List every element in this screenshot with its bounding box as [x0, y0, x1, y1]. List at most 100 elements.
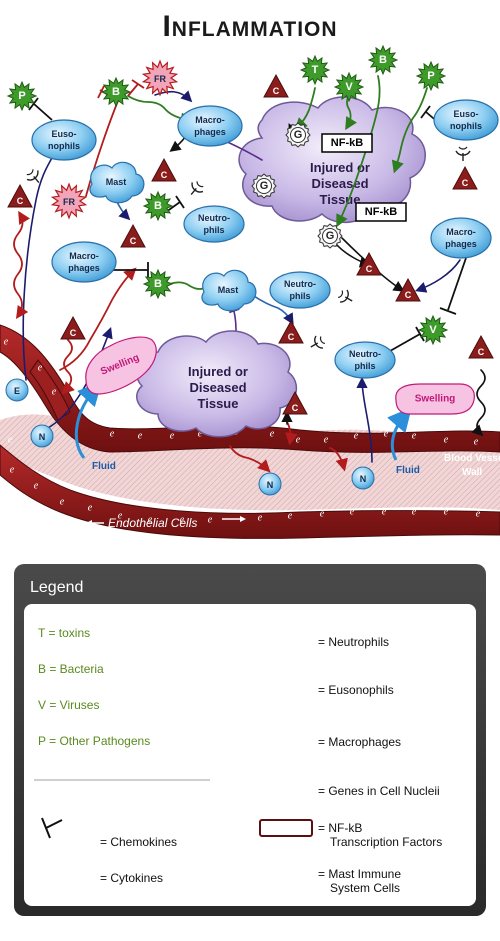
- pathogen-b-right-burst: [367, 44, 399, 76]
- pathogen-b-mid: B: [142, 190, 174, 222]
- endothelial-cell-letter-15: e: [350, 507, 355, 518]
- cytokine-far-right-letter: C: [478, 347, 485, 357]
- macrophages-top-body: [177, 105, 243, 147]
- eusonophil-cell-left-letter: E: [14, 386, 20, 396]
- cytokine-lower-left-triangle: [60, 315, 86, 340]
- pathogen-b-lower-letter: B: [154, 278, 162, 290]
- receptor-neutrophil-mid-stem: [310, 342, 319, 348]
- legend-mast-2: System Cells: [330, 881, 400, 895]
- gene-left: G: [251, 173, 277, 199]
- fluid-arrows: Fluid Fluid: [74, 381, 420, 476]
- endothelial-cell-letter-21: e: [138, 431, 143, 442]
- blood-vessel: eeeeeeeeeeeeeeeeeeeeeeeeeeeeeeeee Endoth…: [0, 324, 500, 539]
- fluid-label-left: Fluid: [92, 461, 116, 472]
- neutrophil-cell-lower: N: [258, 472, 282, 496]
- endothelial-cell-letter-32: e: [474, 437, 479, 448]
- receptor-neutrophil-mid-ring: [319, 336, 326, 345]
- free-radical-left: FR: [50, 182, 88, 220]
- nfkb-box-top: NF-kB: [321, 133, 373, 153]
- legend-chemokine-inhibitor: [41, 817, 63, 839]
- endothelial-cell-letter-26: e: [296, 435, 301, 446]
- legend-nfkb-2: Transcription Factors: [330, 835, 442, 849]
- eusonophils-top-right: Euso-nophils: [433, 99, 499, 141]
- navy-connector-1: [22, 147, 59, 381]
- endothelial-cell-letter-0: e: [4, 337, 9, 348]
- inhibitor-bar-5: [439, 307, 457, 315]
- endothelial-cell-letter-28: e: [354, 431, 359, 442]
- cytokine-center-2-triangle: [395, 277, 421, 302]
- pathogen-v: V: [333, 71, 365, 103]
- cytokine-center-triangle: [356, 251, 382, 276]
- neutrophil-cell-right-letter: N: [360, 474, 367, 484]
- endothelial-cell-letter-7: e: [88, 503, 93, 514]
- endothelial-cell-letter-27: e: [324, 435, 329, 446]
- navy-connector-4: [356, 376, 373, 463]
- cytokine-lower-left-letter: C: [70, 328, 77, 338]
- legend-title: Legend: [30, 579, 83, 596]
- legend-cytokines: = Cytokines: [100, 871, 163, 885]
- gene-top-core: [290, 127, 306, 143]
- endothelial-cell-letter-19: e: [476, 509, 481, 520]
- legend-toxins: T = toxins: [38, 626, 90, 640]
- neutrophils-mid-label-2: phils: [203, 225, 224, 235]
- eusonophils-top-left: Euso-nophils: [31, 119, 97, 161]
- pathogen-b-top-burst: [100, 76, 132, 108]
- immune-cells: Euso-nophilsMacro-phagesEuso-nophilsMacr…: [31, 99, 499, 379]
- macrophages-left-body: [51, 241, 117, 283]
- mast-cell-center: Mast: [201, 269, 257, 312]
- cytokine-right-triangle: [452, 165, 478, 190]
- gene-top: G: [285, 122, 311, 148]
- cytokine-left: C: [7, 183, 33, 208]
- cytokine-center-2: C: [395, 277, 421, 302]
- inhibitor-bar-1: [28, 97, 39, 111]
- receptor-neutrophil: [337, 289, 353, 303]
- cytokine-mast: C: [120, 223, 146, 248]
- endothelial-cell-letter-13: e: [288, 511, 293, 522]
- cytokine-center-2-letter: C: [405, 290, 412, 300]
- receptor-neutrophil-stem: [344, 296, 353, 302]
- nfkb-box-bottom: NF-kB: [355, 202, 407, 222]
- neutrophils-right-body: [334, 341, 396, 379]
- blood-vessel-wall-label-2: Wall: [462, 467, 482, 478]
- receptor-eusonophil-left-stem: [33, 176, 40, 184]
- eusonophils-top-right-body: [433, 99, 499, 141]
- cytokine-upper-mid: C: [151, 157, 177, 182]
- endothelial-cell-letter-9: e: [148, 515, 153, 526]
- macrophages-top-label-2: phages: [194, 127, 226, 137]
- inhibitor-bar-2: [420, 105, 431, 119]
- virus-connector: [345, 94, 358, 131]
- pathogen-p-right-letter: P: [427, 70, 434, 82]
- green-connector-3: [391, 87, 428, 174]
- endothelial-cell-letter-20: e: [110, 429, 115, 440]
- cytokine-right-letter: C: [462, 178, 469, 188]
- endothelial-cell-letter-8: e: [118, 511, 123, 522]
- cytokine-far-right: C: [468, 334, 494, 359]
- tissue-cloud-middle: Injured or Diseased Tissue: [136, 330, 298, 438]
- inhibitors: [28, 79, 467, 356]
- pathogen-b-lower-burst: [142, 268, 174, 300]
- receptor-eusonophil-left: [26, 169, 40, 184]
- free-radical-left-burst: [50, 182, 88, 220]
- eusonophil-cell-left: E: [5, 378, 29, 402]
- neutrophils-mid-body: [183, 205, 245, 243]
- mast-cell-center-label: Mast: [218, 285, 239, 295]
- endothelial-cell-letter-12: e: [258, 513, 263, 524]
- red-connector-2: [61, 339, 75, 395]
- endothelial-cell-letter-6: e: [60, 497, 65, 508]
- page-title: Inflammation: [162, 10, 337, 43]
- free-radical-top-burst: [141, 59, 179, 97]
- legend-nfkb: = NF-kB: [318, 821, 362, 835]
- legend-chemokines: = Chemokines: [100, 835, 177, 849]
- neutrophils-center-label-2: phils: [289, 291, 310, 301]
- eusonophils-top-left-body: [31, 119, 97, 161]
- neutrophils-mid: Neutro-phils: [183, 205, 245, 243]
- legend-pathogens: P = Other Pathogens: [38, 734, 150, 748]
- pathogen-v-right-letter: V: [429, 324, 437, 336]
- neutrophil-cell-left-letter: N: [39, 432, 46, 442]
- pathogen-v-right-burst: [417, 314, 449, 346]
- gene-bottom-letter: G: [326, 230, 335, 242]
- eusonophils-top-left-label-1: Euso-: [51, 129, 76, 139]
- eusonophils-top-right-label-2: nophils: [450, 121, 482, 131]
